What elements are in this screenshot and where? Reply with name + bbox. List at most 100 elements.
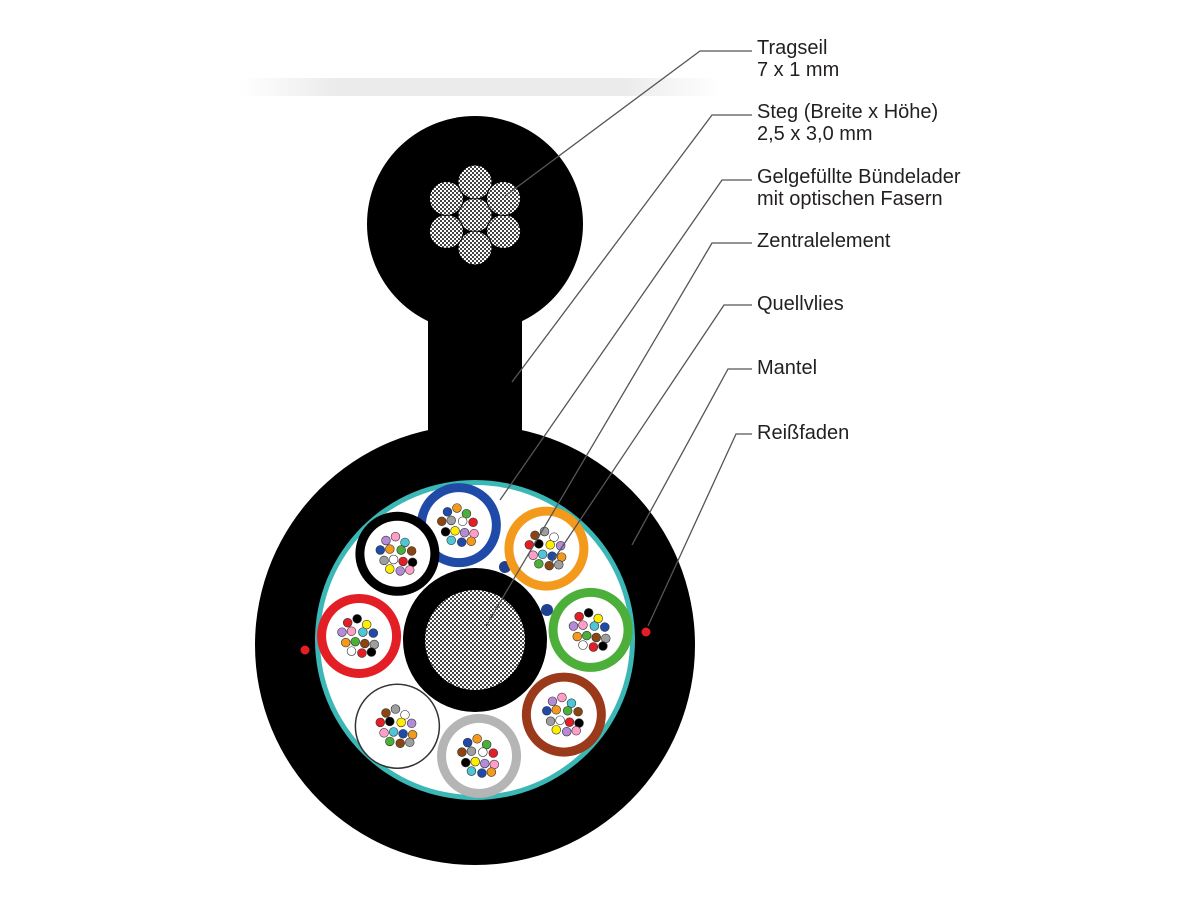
leader-line-steg <box>511 114 752 383</box>
label-steg-line1: Steg (Breite x Höhe) <box>757 101 939 123</box>
optical-fiber <box>341 637 351 648</box>
optical-fiber <box>488 748 498 758</box>
optical-fiber <box>547 696 558 706</box>
optical-fiber <box>459 528 470 538</box>
rip-cord-right <box>641 627 651 637</box>
leader-line-bundle <box>499 179 752 501</box>
label-tragseil-line2: 7 x 1 mm <box>757 59 840 81</box>
leader-line-tragseil <box>504 50 752 197</box>
optical-fiber <box>381 535 391 546</box>
optical-fiber <box>446 515 456 526</box>
optical-fiber <box>406 718 417 729</box>
tube-gel <box>326 602 393 669</box>
optical-fiber <box>572 631 582 642</box>
optical-fiber <box>470 756 480 767</box>
optical-fiber <box>361 619 372 630</box>
optical-fiber <box>545 716 556 726</box>
optical-fiber <box>406 546 417 556</box>
optical-fiber <box>450 526 460 536</box>
optical-fiber <box>598 641 608 651</box>
tube-gel <box>364 693 431 760</box>
optical-fiber <box>573 707 583 717</box>
optical-fiber <box>462 737 473 748</box>
optical-fiber <box>398 729 408 739</box>
optical-fiber <box>388 554 399 565</box>
optical-fiber <box>396 545 406 555</box>
optical-fiber <box>588 642 599 652</box>
optical-fiber <box>442 507 453 517</box>
label-quellvlies-line1: Quellvlies <box>757 293 844 315</box>
leader-lines <box>485 50 752 627</box>
optical-fiber <box>478 747 488 757</box>
optical-fiber <box>357 648 367 658</box>
optical-fiber <box>555 715 565 725</box>
label-mantel: Mantel <box>757 357 817 379</box>
optical-fiber <box>477 768 487 778</box>
optical-fiber <box>457 747 467 757</box>
rip-cord-left <box>300 645 310 655</box>
optical-fiber <box>472 734 482 744</box>
tube-gel <box>530 681 597 748</box>
optical-fiber <box>440 527 451 537</box>
optical-fiber <box>368 628 379 638</box>
optical-fiber <box>466 536 476 546</box>
tube-gel <box>446 722 513 789</box>
optical-fiber <box>583 608 594 618</box>
optical-fiber <box>457 516 468 527</box>
optical-fiber <box>534 559 544 569</box>
optical-fiber <box>379 728 389 738</box>
optical-fiber <box>537 549 548 559</box>
optical-fiber <box>400 537 410 548</box>
optical-fiber <box>395 566 405 576</box>
optical-fiber <box>466 766 477 776</box>
optical-fiber <box>385 716 395 727</box>
loose-tube <box>354 683 441 769</box>
label-bundle-line2: mit optischen Fasern <box>757 188 943 210</box>
optical-fiber <box>400 710 410 720</box>
label-zentralelement: Zentralelement <box>757 230 890 252</box>
optical-fiber <box>589 621 600 631</box>
optical-fiber <box>375 717 385 728</box>
loose-tube <box>317 593 402 678</box>
optical-fiber <box>405 565 415 575</box>
label-quellvlies: Quellvlies <box>757 293 844 315</box>
filler-dot <box>541 604 553 616</box>
optical-fiber <box>405 737 415 748</box>
optical-fiber <box>360 638 370 649</box>
messenger-strand <box>457 164 493 200</box>
optical-fiber <box>486 767 497 777</box>
loose-tube <box>521 672 606 757</box>
optical-fiber <box>346 626 357 636</box>
optical-fiber <box>562 706 573 716</box>
loose-tube <box>437 713 522 798</box>
optical-fiber <box>591 632 601 643</box>
optical-fiber <box>388 727 399 737</box>
tube-gel <box>513 515 580 582</box>
optical-fiber <box>549 532 559 542</box>
optical-fiber <box>551 725 561 735</box>
label-bundle-line1: Gelgefüllte Bündelader <box>757 166 961 188</box>
optical-fiber <box>358 627 368 637</box>
label-reiss-line1: Reißfaden <box>757 422 850 444</box>
label-tragseil-line1: Tragseil <box>757 37 828 59</box>
optical-fiber <box>481 739 492 750</box>
label-steg-line2: 2,5 x 3,0 mm <box>757 123 873 145</box>
loose-tubes <box>317 483 633 798</box>
optical-fiber <box>466 746 477 756</box>
optical-fiber <box>346 646 357 656</box>
messenger-strand <box>457 230 493 266</box>
optical-fiber <box>375 545 385 555</box>
optical-fiber <box>385 564 395 574</box>
tube-gel <box>364 520 431 587</box>
optical-fiber <box>352 614 362 624</box>
optical-fiber <box>566 698 577 708</box>
optical-fiber <box>337 627 347 637</box>
optical-fiber <box>452 503 462 513</box>
optical-fiber <box>342 617 353 628</box>
leader-line-reiss <box>647 433 752 627</box>
messenger-wire-strands <box>428 164 522 266</box>
messenger-strand <box>428 181 464 216</box>
leader-line-quellvlies <box>549 304 752 566</box>
label-zentral-line1: Zentralelement <box>757 230 891 252</box>
